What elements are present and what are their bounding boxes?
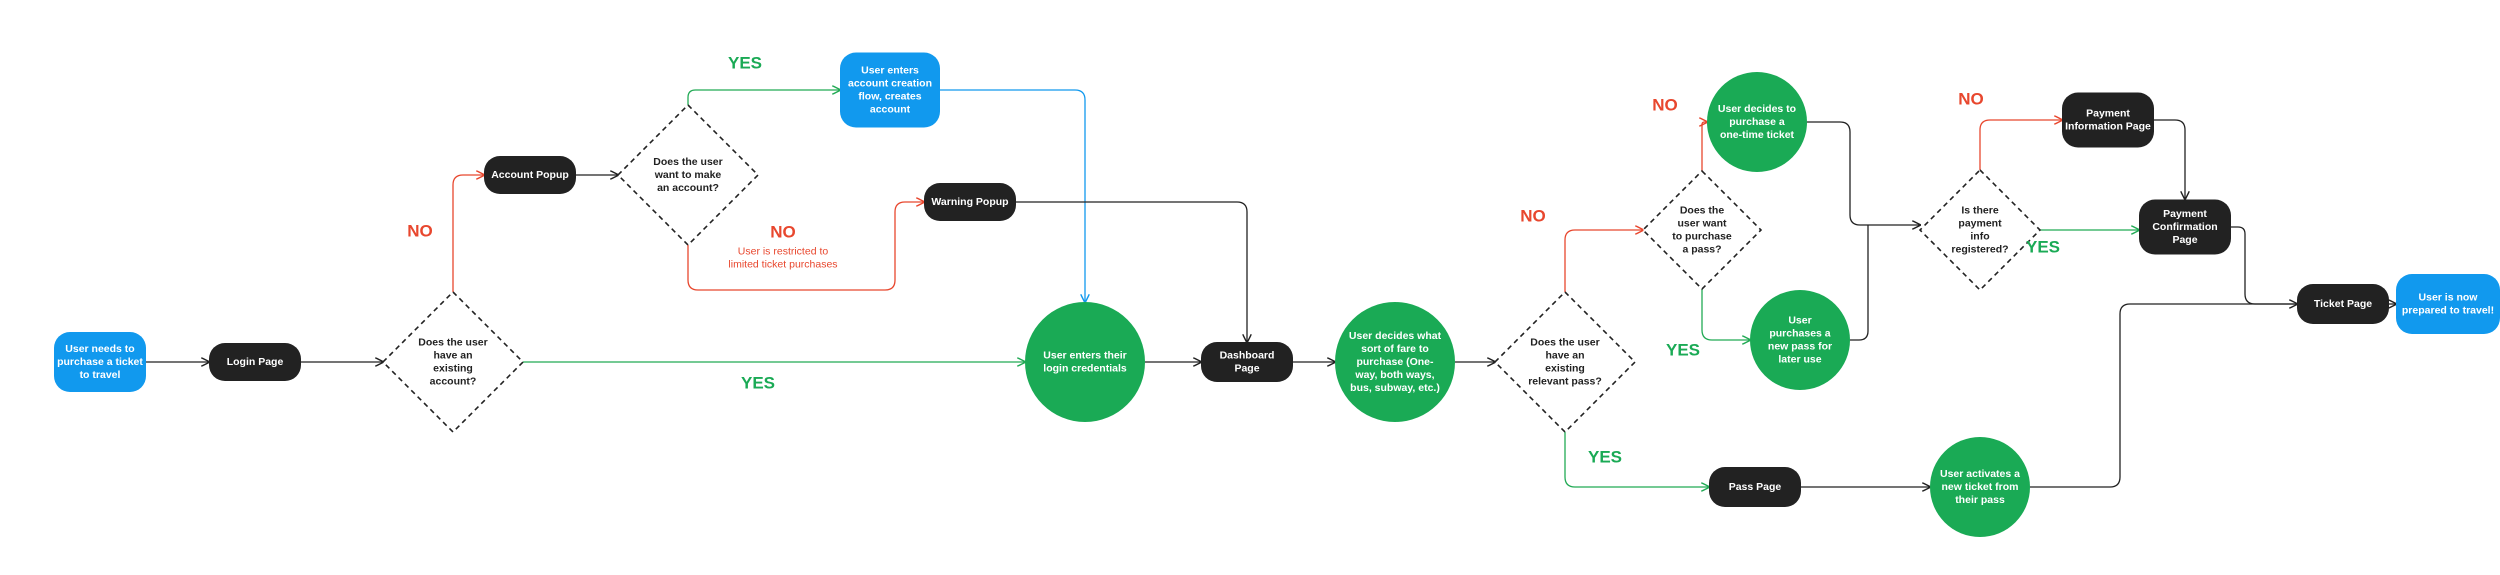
payment-information-page-node-shape bbox=[2062, 92, 2154, 148]
yes-purchase-pass-label: YES bbox=[1666, 340, 1700, 359]
decide-fare-node-shape bbox=[1335, 302, 1455, 422]
pass-page-node-shape bbox=[1709, 467, 1801, 507]
no-make-label: NO bbox=[770, 222, 796, 241]
no-purchase-pass-label: NO bbox=[1652, 95, 1678, 114]
payment-info-no-connector bbox=[1979, 120, 2062, 170]
login-page-node-shape bbox=[209, 343, 301, 381]
has-pass-yes-connector bbox=[1564, 432, 1709, 487]
enter-credentials-node-shape bbox=[1025, 302, 1145, 422]
existing-account-decision-shape bbox=[381, 290, 525, 434]
create-account-to-credentials-connector bbox=[940, 89, 1085, 302]
yes-payment-label: YES bbox=[2026, 237, 2060, 256]
confirm-to-ticket-connector bbox=[2231, 226, 2297, 304]
connector-lines bbox=[146, 90, 2396, 487]
ticket-page-node-shape bbox=[2297, 284, 2389, 324]
pass-page-node-label: Pass Page bbox=[1729, 481, 1782, 493]
dashboard-page-node-shape bbox=[1201, 342, 1293, 382]
yes-make-label: YES bbox=[728, 53, 762, 72]
activate-to-ticket-connector bbox=[2030, 303, 2297, 488]
login-page-node-label: Login Page bbox=[227, 356, 284, 368]
ticket-page-node: Ticket Page bbox=[2297, 284, 2389, 324]
pass-page-node: Pass Page bbox=[1709, 467, 1801, 507]
payment-info-decision-shape bbox=[1918, 168, 2042, 292]
start-node-shape bbox=[54, 332, 146, 392]
has-account-no-connector bbox=[452, 175, 484, 292]
no-account-label: NO bbox=[407, 221, 433, 240]
account-popup-node-shape bbox=[484, 156, 576, 194]
activate-ticket-node-shape bbox=[1930, 437, 2030, 537]
warning-popup-node-label: Warning Popup bbox=[931, 196, 1008, 208]
make-account-no-connector bbox=[687, 202, 924, 291]
yes-pass-label: YES bbox=[1588, 447, 1622, 466]
ticket-page-node-label: Ticket Page bbox=[2314, 298, 2372, 310]
warning-popup-node-shape bbox=[924, 183, 1016, 221]
no-payment-label: NO bbox=[1958, 89, 1984, 108]
has-pass-no-connector bbox=[1564, 230, 1643, 292]
payment-info-to-confirm-connector bbox=[2154, 119, 2185, 199]
purchase-pass-decision-shape bbox=[1641, 169, 1763, 291]
one-time-to-payment-connector bbox=[1807, 121, 1920, 225]
one-time-ticket-node-shape bbox=[1707, 72, 1807, 172]
purchase-pass-no-connector bbox=[1702, 122, 1707, 171]
end-node-shape bbox=[2396, 274, 2500, 334]
make-account-decision-shape bbox=[616, 103, 760, 247]
no-pass-label: NO bbox=[1520, 206, 1546, 225]
warning-to-dashboard-connector bbox=[1016, 201, 1247, 342]
purchase-pass-yes-connector bbox=[1701, 289, 1750, 340]
login-page-node: Login Page bbox=[209, 343, 301, 381]
existing-pass-decision-shape bbox=[1493, 290, 1637, 434]
new-pass-to-payment-connector bbox=[1850, 225, 1869, 341]
account-popup-node-label: Account Popup bbox=[491, 169, 569, 181]
new-pass-node-shape bbox=[1750, 290, 1850, 390]
account-popup-node: Account Popup bbox=[484, 156, 576, 194]
create-account-node-shape bbox=[840, 52, 940, 128]
warning-popup-node: Warning Popup bbox=[924, 183, 1016, 221]
yes-account-label: YES bbox=[741, 373, 775, 392]
payment-confirmation-page-node-shape bbox=[2139, 199, 2231, 255]
make-account-yes-connector bbox=[687, 90, 840, 105]
